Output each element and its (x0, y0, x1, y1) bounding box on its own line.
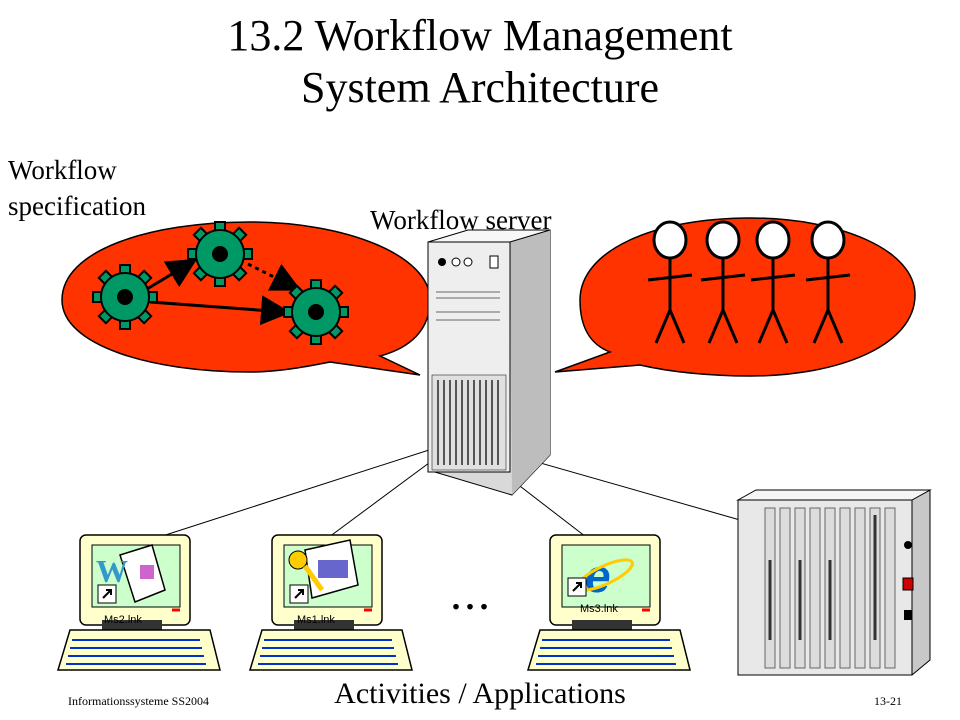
shortcut-arrow-icon (567, 577, 587, 597)
flow-arrow-1 (141, 258, 198, 294)
workflow-specification-label: Workflow specification (8, 152, 146, 224)
shortcut-arrow-icon (97, 584, 117, 604)
flow-arrow-2 (149, 295, 291, 326)
rack-server-icon (736, 489, 932, 676)
workflow-specification-bubble (61, 221, 431, 376)
workflow-server-icon (427, 229, 551, 496)
slide-title-line1: 13.2 Workflow Management (227, 11, 733, 60)
svg-text:W: W (96, 553, 128, 589)
svg-text:e: e (585, 550, 611, 602)
more-clients-ellipsis: ... (450, 567, 492, 620)
activity-gear-icon-2 (187, 221, 253, 287)
spec-label-line1: Workflow (8, 155, 117, 185)
client-workstation-3: e (526, 534, 691, 671)
activities-applications-label: Activities / Applications (334, 677, 626, 710)
spec-label-line2: specification (8, 191, 146, 221)
footer-slide-number: 13-21 (874, 694, 902, 708)
slide-title: 13.2 Workflow Management System Architec… (0, 10, 960, 114)
activity-gear-icon-1 (92, 264, 158, 330)
client-workstation-1: W (56, 534, 221, 671)
word-document-icon: W (96, 544, 166, 603)
slide-title-line2: System Architecture (300, 63, 659, 112)
client-1-shortcut-label: Ms2.lnk (104, 614, 142, 626)
footer-course-name: Informationssysteme SS2004 (68, 694, 209, 708)
key-document-icon (288, 539, 359, 599)
activity-gear-icon-3 (283, 279, 349, 345)
shortcut-arrow-icon (289, 584, 309, 604)
client-3-shortcut-label: Ms3.lnk (580, 603, 618, 615)
client-workstation-2 (248, 534, 413, 671)
client-2-shortcut-label: Ms1.lnk (297, 614, 335, 626)
flow-arrow-dotted (247, 262, 302, 291)
